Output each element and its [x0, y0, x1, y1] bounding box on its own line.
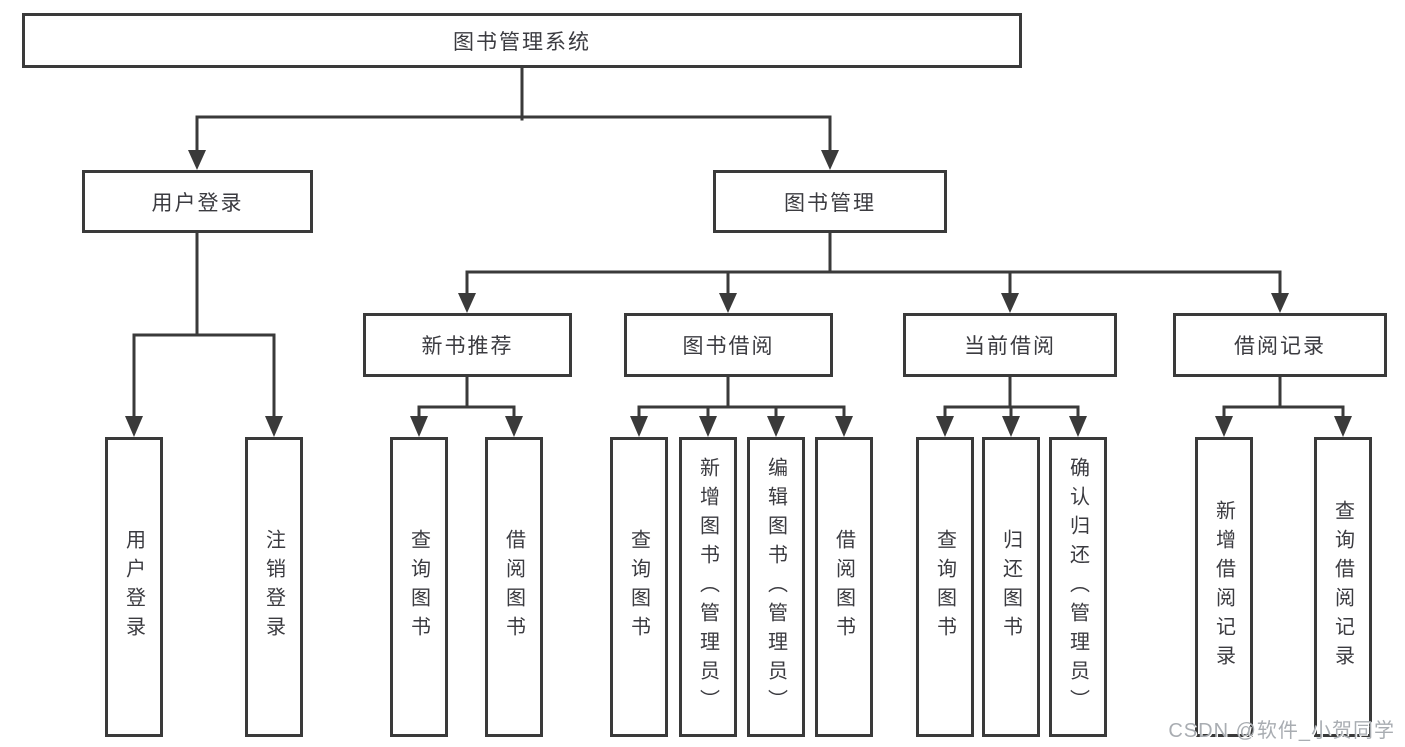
leaf-user-login: 用户登录	[105, 437, 163, 737]
leaf-logout: 注销登录	[245, 437, 303, 737]
connector-book-borrow-branch	[637, 375, 846, 420]
leaf-borrow-books-2: 借阅图书	[815, 437, 873, 737]
leaf-confirm-return-admin: 确认归还（管理员）	[1049, 437, 1107, 737]
node-book-management-system: 图书管理系统	[22, 13, 1022, 68]
leaf-query-books-2: 查询图书	[610, 437, 668, 737]
leaf-return-books: 归还图书	[982, 437, 1040, 737]
node-book-management: 图书管理	[713, 170, 947, 233]
connector-borrow-records-branch	[1222, 375, 1345, 420]
node-user-login: 用户登录	[82, 170, 313, 233]
leaf-query-borrow-record: 查询借阅记录	[1314, 437, 1372, 737]
leaf-borrow-books-1: 借阅图书	[485, 437, 543, 737]
connector-current-borrow-branch	[943, 375, 1080, 420]
node-new-book-recommend: 新书推荐	[363, 313, 572, 377]
node-current-borrowing: 当前借阅	[903, 313, 1117, 377]
leaf-add-borrow-record: 新增借阅记录	[1195, 437, 1253, 737]
leaf-add-books-admin: 新增图书（管理员）	[679, 437, 737, 737]
leaf-query-books-1: 查询图书	[390, 437, 448, 737]
node-borrowing-records: 借阅记录	[1173, 313, 1387, 377]
connector-root-to-level2	[195, 66, 832, 154]
connector-new-book-branch	[417, 375, 516, 420]
leaf-edit-books-admin: 编辑图书（管理员）	[747, 437, 805, 737]
connector-book-mgmt-branch	[465, 231, 1282, 297]
leaf-query-books-3: 查询图书	[916, 437, 974, 737]
connector-user-login-branch	[132, 231, 276, 420]
arrowheads	[125, 150, 1352, 437]
node-book-borrowing: 图书借阅	[624, 313, 833, 377]
csdn-watermark: CSDN @软件_小贺同学	[1168, 720, 1395, 742]
